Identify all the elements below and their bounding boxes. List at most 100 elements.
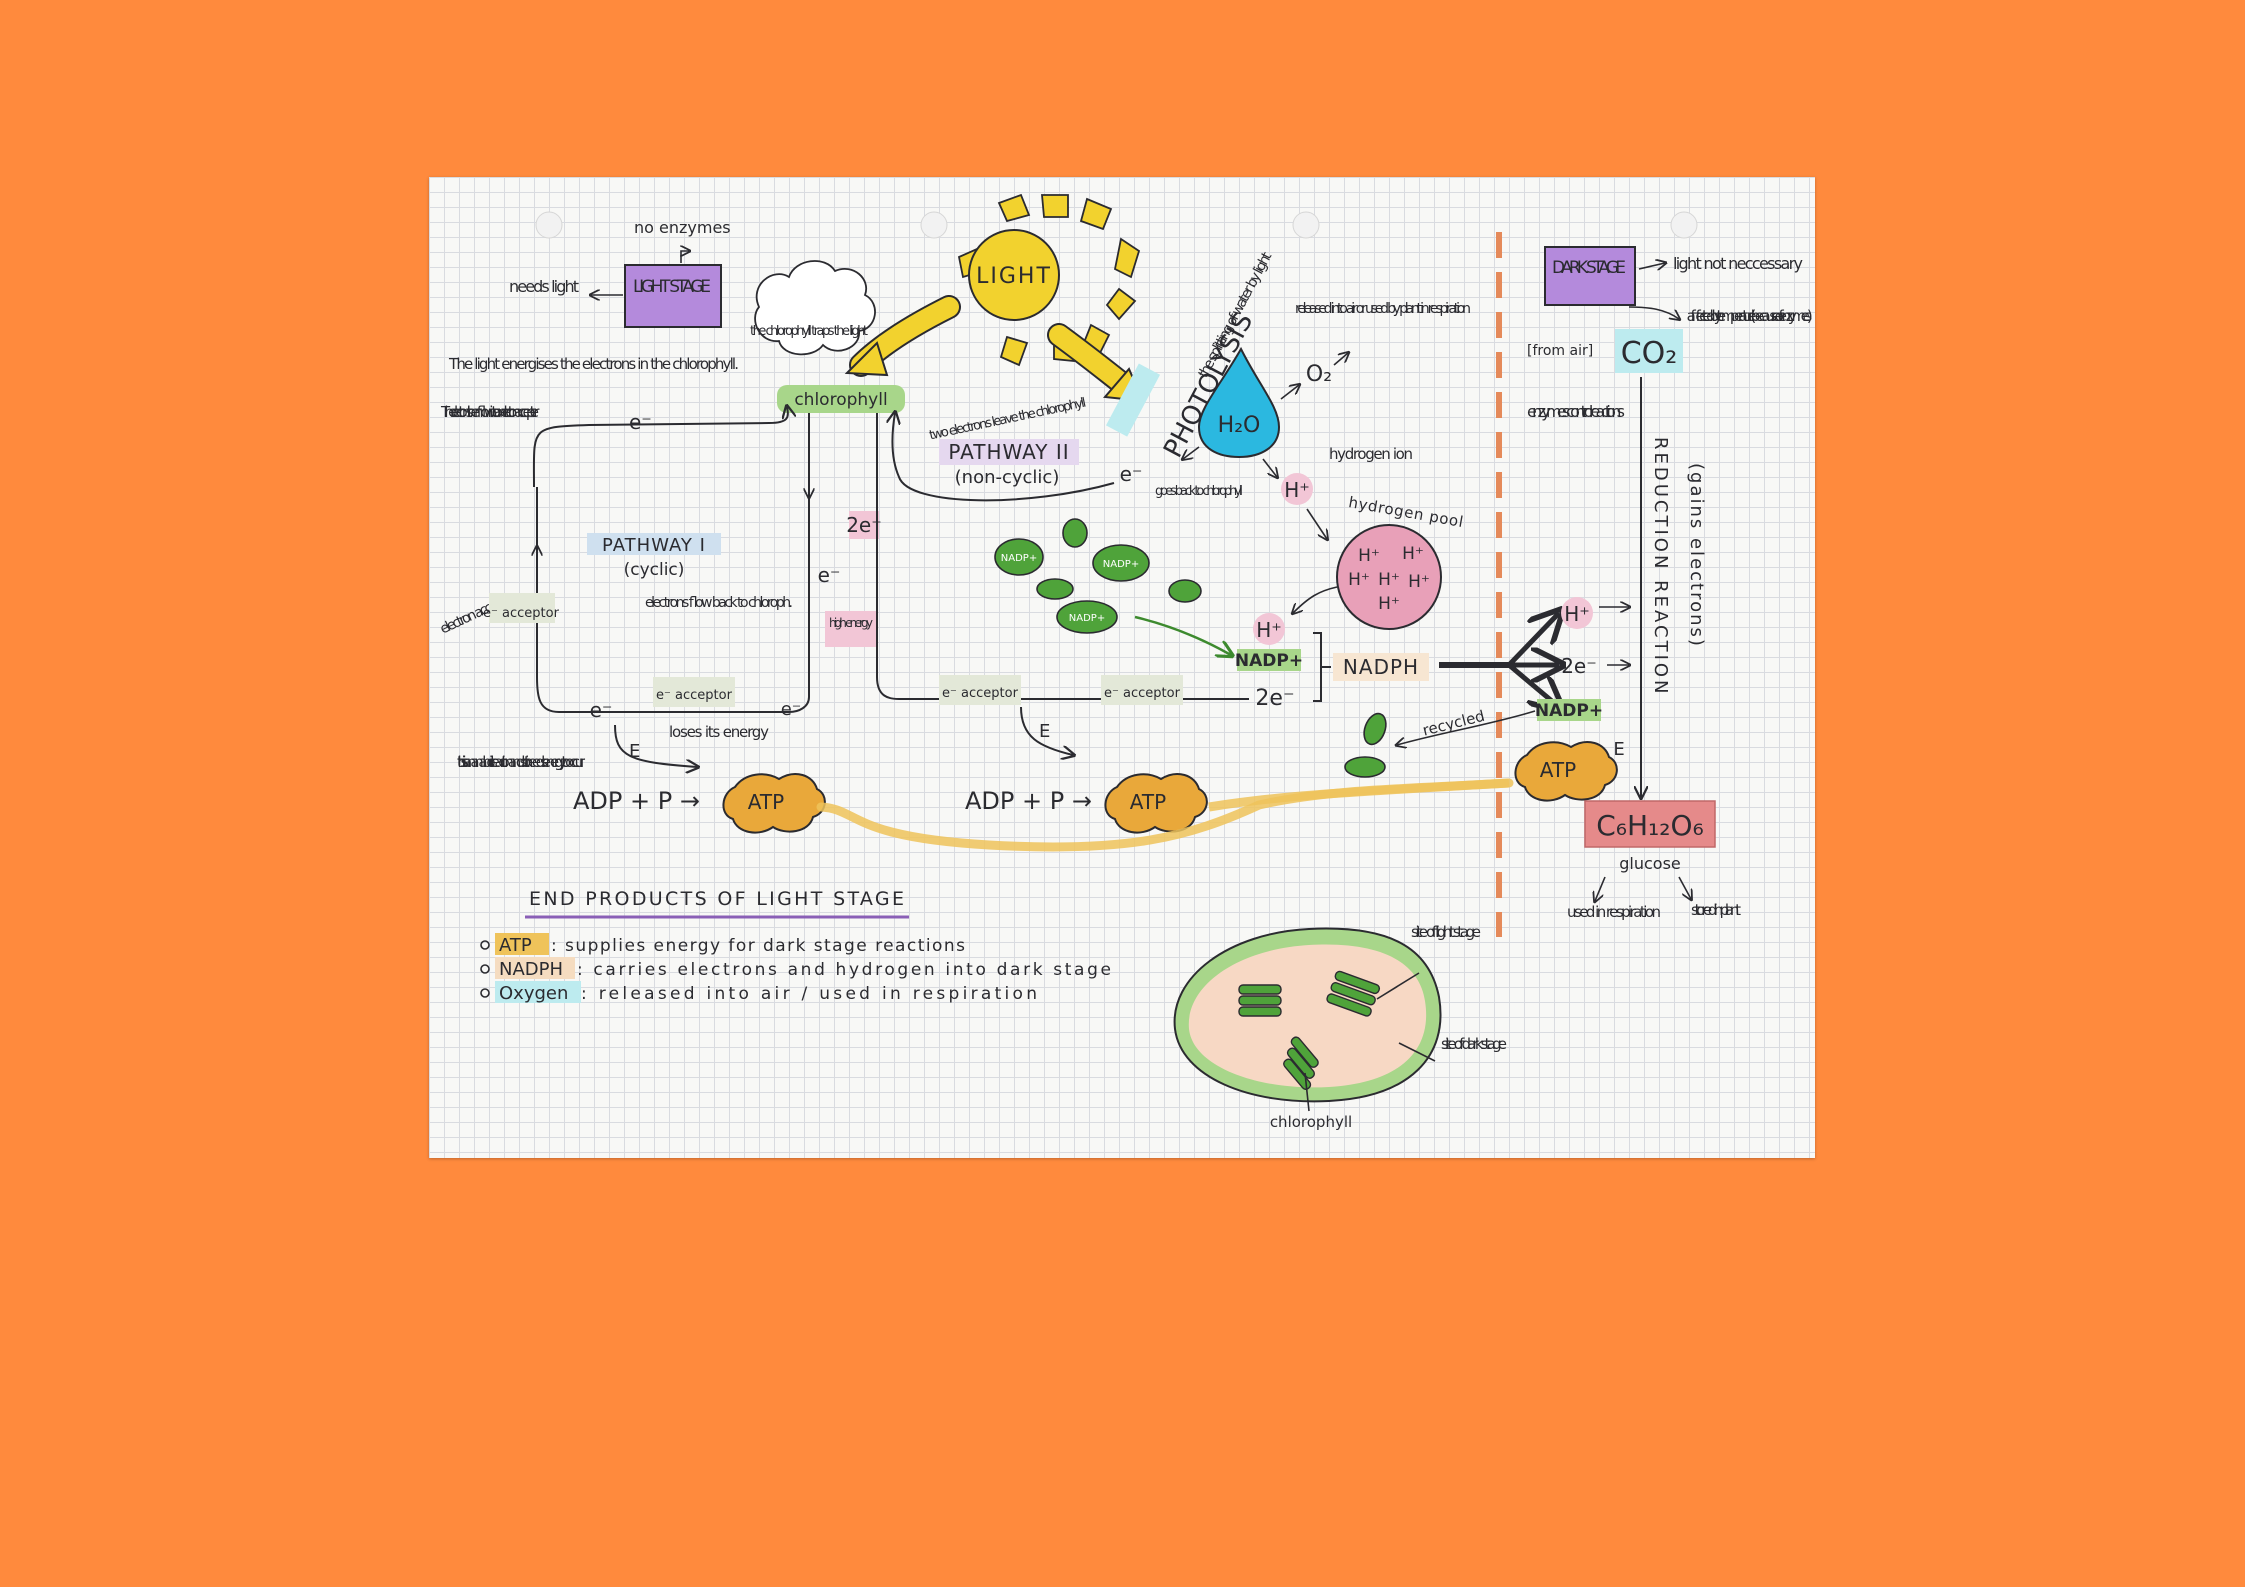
cycle-top-arrow [532,407,788,488]
pool-h: H⁺ [1358,546,1380,566]
hydrogen-pool-label: hydrogen pool [1347,493,1464,531]
released-text: released into air or used by plant in re… [1295,301,1471,317]
product-nadph-desc: : carries electrons and hydrogen into da… [577,960,1111,980]
acceptor-left-bg [489,593,555,623]
chlorophyll-label: chlorophyll [794,390,887,410]
two-e-nadph: 2e⁻ [1255,686,1294,711]
thylakoid-stacks-icon [1238,970,1381,1090]
dark-e-label: E [1613,739,1624,760]
hydrogen-ion-label: hydrogen ion [1329,445,1413,463]
light-stage-box [624,264,722,328]
energy-e-1: E [629,741,640,762]
loses-energy-text: loses its energy [669,723,769,741]
light-not-label: light not neccessary [1673,254,1803,273]
hydrogen-pool-ions: H⁺ H⁺ H⁺ H⁺ H⁺ H⁺ [1348,544,1430,614]
reduction-label: REDUCTION REACTION [1650,437,1671,697]
atp-label-dark: ATP [1540,758,1576,782]
chlorophyll-traps-label: the chlorophyll traps the light [750,324,868,339]
nadp-plus-bg [1237,649,1301,671]
high-energy-label: high energy [829,616,873,630]
acceptor-mid: e⁻ acceptor [942,686,1019,701]
dark-stage-box [1544,246,1636,306]
glucose-formula: C₆H₁₂O₆ [1596,809,1704,842]
glucose-box [1584,800,1716,848]
h-plus-nadph: H⁺ [1256,618,1282,642]
dark-h-bg [1561,597,1593,629]
notebook-page: LIGHT LIGHT STAGE no enzymes needs light… [429,177,1815,1158]
chloroplast-chlorophyll-label: chlorophyll [1270,1113,1352,1131]
pool-h: H⁺ [1348,570,1370,590]
acceptor-right-bg [1101,675,1183,705]
acceptor-bottom: e⁻ acceptor [656,688,733,703]
anabolic-text: this is an anabolic reaction and so it n… [457,753,586,771]
water-label: H₂O [1218,413,1261,438]
product-nadph-label: NADPH [499,959,563,980]
end-products-title: END PRODUCTS OF LIGHT STAGE [529,888,905,910]
water-drop-icon [1197,346,1281,459]
punch-hole [920,211,948,239]
nadp-plus-label: NADP+ [1235,651,1303,671]
atp-blob-dark [1514,741,1618,802]
pool-h: H⁺ [1402,544,1424,564]
pool-h: H⁺ [1378,570,1400,590]
site-dark-label: site of dark stage [1441,1035,1507,1053]
high-energy-bg [825,611,877,647]
dark-2e-label: 2e⁻ [1561,654,1597,678]
product-oxygen-label: Oxygen [499,983,568,1004]
glucose-label: glucose [1619,854,1681,873]
high-e-label: e⁻ [818,563,841,587]
recycled-oval-icon [1344,756,1386,778]
acceptor-bottom-bg [653,677,735,707]
no-enzymes-label: no enzymes [634,218,731,237]
acceptor-left: e⁻ acceptor [483,606,560,621]
pathway2-sub: (non-cyclic) [955,467,1060,488]
punch-hole [1670,211,1698,239]
end-products-list: ATP : supplies energy for dark stage rea… [480,933,1111,1004]
sun-label: LIGHT [976,264,1052,289]
product-oxygen-desc: : released into air / used in respiratio… [581,984,1037,1004]
noncyclic-path [876,413,1249,700]
needs-light-label: needs light [509,277,579,296]
atp-blob-1 [722,773,826,834]
electron-top: e⁻ [629,410,652,434]
photolysis-highlight [1105,363,1161,437]
photosynthesis-diagram: LIGHT LIGHT STAGE no enzymes needs light… [438,193,1813,1131]
h-plus-bg [1281,473,1313,505]
nadph-label: NADPH [1343,655,1419,679]
nadp-ovals: NADP+ NADP+ NADP+ [994,518,1202,634]
o2-label: O₂ [1306,362,1332,387]
goes-back-text: goes back to chlorophyll [1155,484,1243,499]
energises-text: The light energises the electrons in the… [448,355,739,373]
nadp-arrow [1134,615,1231,655]
atp-blob-2 [1104,773,1208,834]
flow-back-text: electrons flow back to chloroph. [645,595,793,611]
acceptor-mid-bg [939,675,1021,705]
h-plus-label: H⁺ [1284,478,1310,502]
pathway1-title: PATHWAY I [602,535,706,556]
nadp-oval-label: NADP+ [1103,559,1139,570]
two-e-highlight [849,511,879,539]
bottom-e-right: e⁻ [781,699,802,720]
nadph-bg [1333,653,1429,681]
hydrogen-pool-circle [1336,524,1442,630]
pathway2-title: PATHWAY II [948,440,1069,464]
two-electrons-text: two electrons leave the chlorophyll [928,395,1088,443]
atp-label-1: ATP [748,790,784,814]
atp-label-2: ATP [1130,790,1166,814]
energy-arrow-2 [1020,706,1073,755]
sun-icon [957,193,1141,367]
nadp-oval-label: NADP+ [1069,613,1105,624]
nadp-oval-label: NADP+ [1001,553,1037,564]
recycled-label: recycled [1421,707,1487,740]
chlorophyll-highlight [777,385,905,413]
dark-nadp-label: NADP+ [1535,701,1603,721]
adp-label-2: ADP + P → [965,787,1092,815]
thought-cloud [754,260,876,356]
from-air-label: [from air] [1527,343,1593,359]
cycle-loop [536,413,810,713]
nadph-bracket [1313,632,1331,702]
energy-e-2: E [1039,721,1050,742]
acceptor-right: e⁻ acceptor [1104,686,1181,701]
gains-label: (gains electrons) [1686,463,1707,648]
site-light-label: site of light stage [1411,923,1481,941]
